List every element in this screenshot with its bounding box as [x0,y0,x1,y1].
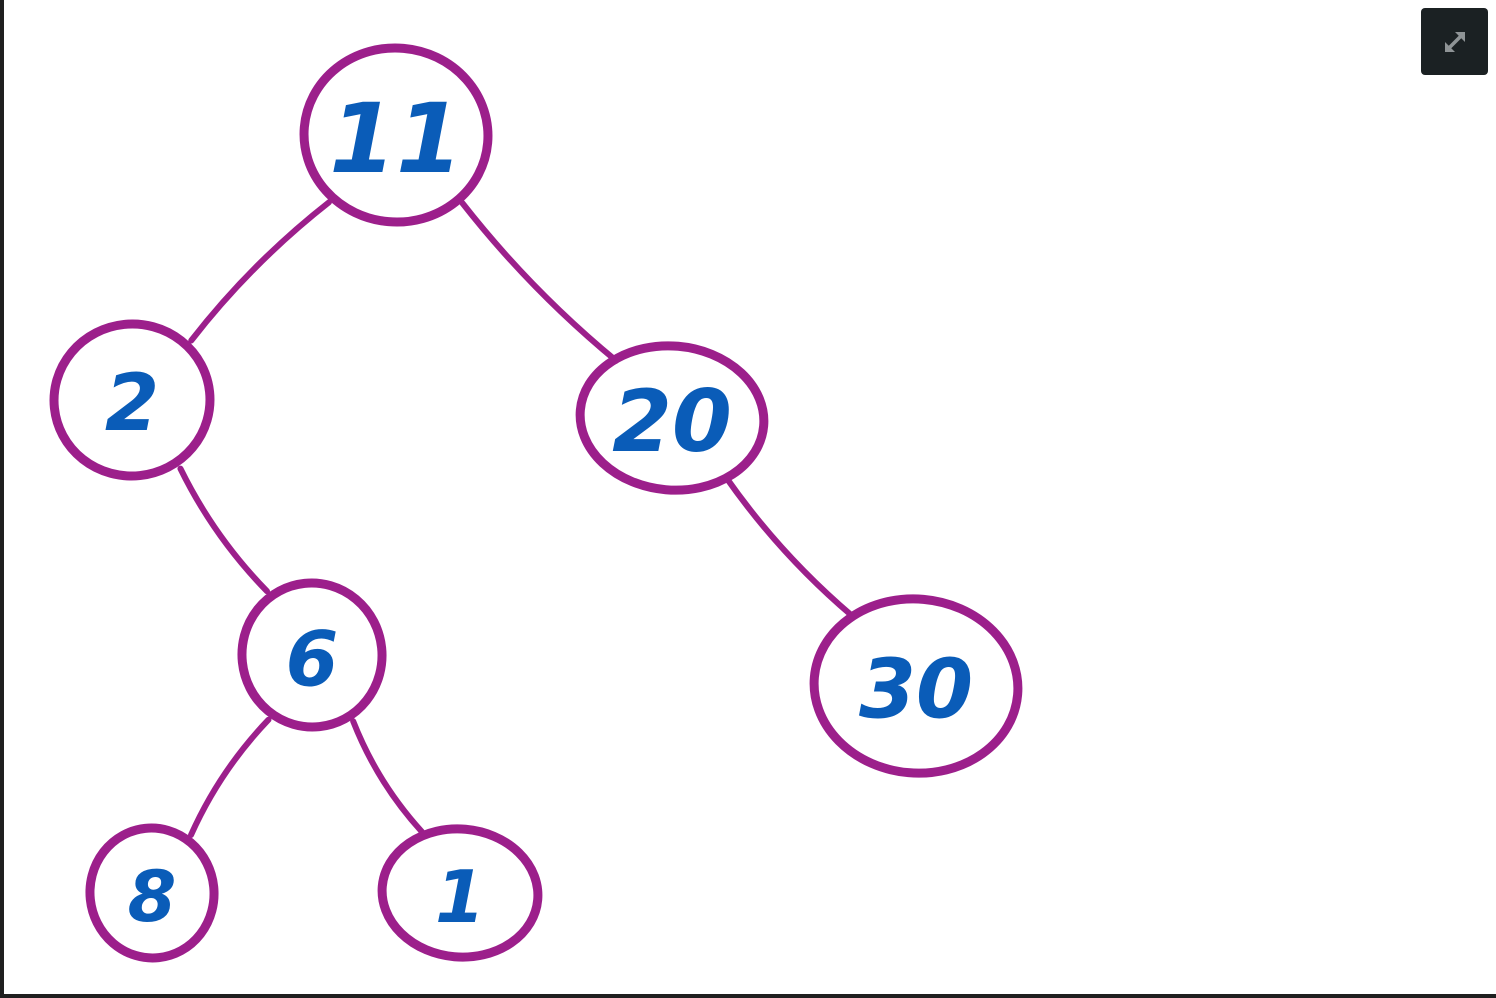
node-circle [299,43,493,227]
edge-n6-n8 [188,716,272,838]
node-label: 30 [859,643,973,738]
node-label: 20 [612,372,732,472]
expand-button[interactable] [1421,8,1488,75]
node-label: 6 [286,615,339,704]
edge-n2-n6 [177,465,271,595]
node-circle [237,578,387,732]
expand-arrows-icon [1444,31,1465,52]
tree-node-n1: 1 [377,824,543,962]
tree-diagram: 11 2 20 6 30 8 1 [49,43,1023,963]
node-circle [575,341,769,495]
node-circle [49,319,215,481]
node-label: 8 [128,856,177,938]
edge-n6-n1 [350,718,425,835]
tree-node-n8: 8 [85,823,219,963]
edge-n20-n30 [722,474,856,619]
node-label: 2 [105,359,159,449]
tree-nodes: 11 2 20 6 30 8 1 [49,43,1023,963]
tree-node-n11: 11 [299,43,493,227]
edge-n11-n20 [459,200,620,364]
tree-node-n2: 2 [49,319,215,481]
tree-node-n6: 6 [237,578,387,732]
node-circle [85,823,219,963]
node-circle [377,824,543,962]
node-label: 1 [435,855,485,939]
node-label: 11 [329,83,463,195]
tree-edges [177,199,856,838]
tree-node-n20: 20 [575,341,769,495]
tree-node-n30: 30 [809,594,1023,778]
node-circle [809,594,1023,778]
edge-n11-n2 [188,199,332,344]
